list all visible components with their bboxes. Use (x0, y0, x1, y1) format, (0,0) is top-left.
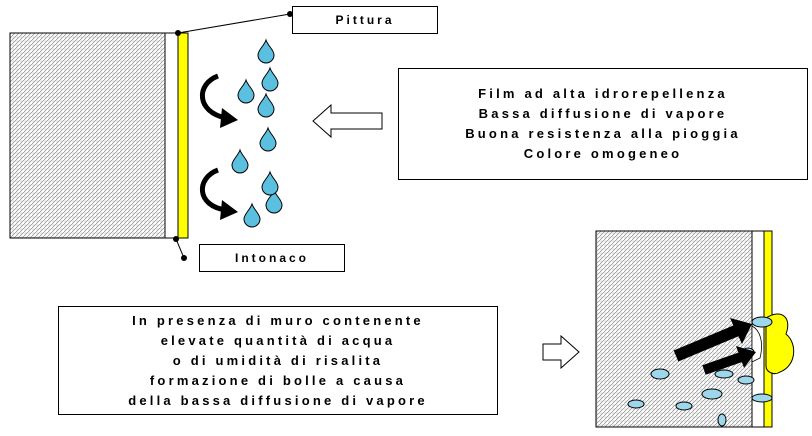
wet-wall-note-line: della bassa diffusione di vapore (128, 392, 428, 408)
wet-wall-note-line: formazione di bolle a causa (149, 372, 407, 388)
vapor-bubble (751, 316, 773, 328)
paint-leader-line (177, 13, 291, 34)
plaster-label-text: Intonaco (235, 251, 309, 265)
water-drop (243, 202, 261, 228)
top-wall-section (9, 11, 383, 261)
water-drops (231, 38, 283, 228)
rain-deflection-arrow (200, 167, 238, 220)
bottom-wall-section (542, 230, 795, 428)
vapor-bubble (737, 375, 755, 385)
paint-leader-end-dot (287, 11, 293, 17)
vapor-bubble (717, 413, 727, 427)
film-property-line: Colore omogeneo (523, 146, 683, 161)
film-property-line: Film ad alta idrorepellenza (478, 86, 728, 101)
water-drop (261, 66, 279, 92)
hollow-arrow-right (542, 334, 580, 370)
paint-layer (177, 32, 189, 239)
vapor-push-arrow (673, 318, 752, 362)
wet-wall-note-box: In presenza di muro contenente elevate q… (58, 306, 498, 415)
paint-blister (765, 313, 795, 375)
wet-wall-note-line: elevate quantità di acqua (160, 332, 396, 348)
vapor-bubble (751, 393, 773, 403)
wet-wall-note-line: o di umidità di risalita (172, 352, 384, 368)
vapor-push-arrow (702, 346, 756, 375)
plaster-label: Intonaco (199, 244, 345, 272)
vapor-bubble (650, 368, 670, 380)
water-drop (261, 170, 279, 196)
wall-masonry (9, 32, 178, 239)
water-drop (257, 92, 275, 118)
hollow-arrow-left (312, 103, 383, 139)
vapor-bubble (627, 399, 645, 409)
vapor-bubble (701, 388, 723, 400)
paint-leader-dot (175, 30, 181, 36)
plaster-leader-dot (173, 236, 179, 242)
water-drop (237, 78, 255, 104)
water-drop (231, 148, 249, 174)
plaster-layer (164, 32, 179, 239)
film-properties-box: Film ad alta idrorepellenza Bassa diffus… (398, 68, 808, 180)
vapor-bubble (675, 401, 693, 411)
plaster-leader-line (175, 238, 185, 259)
water-drop (257, 38, 275, 64)
wet-wall-note-line: In presenza di muro contenente (132, 312, 424, 328)
plaster-leader-end-dot (181, 255, 187, 261)
water-drop (265, 188, 283, 214)
rain-deflection-arrow (200, 73, 238, 128)
paint-label-text: Pittura (335, 13, 395, 27)
paint-label: Pittura (292, 6, 438, 34)
vapor-bubble (714, 369, 734, 379)
film-property-line: Bassa diffusione di vapore (478, 106, 728, 121)
film-property-line: Buona resistenza alla pioggia (465, 126, 741, 141)
water-drop (259, 126, 277, 152)
